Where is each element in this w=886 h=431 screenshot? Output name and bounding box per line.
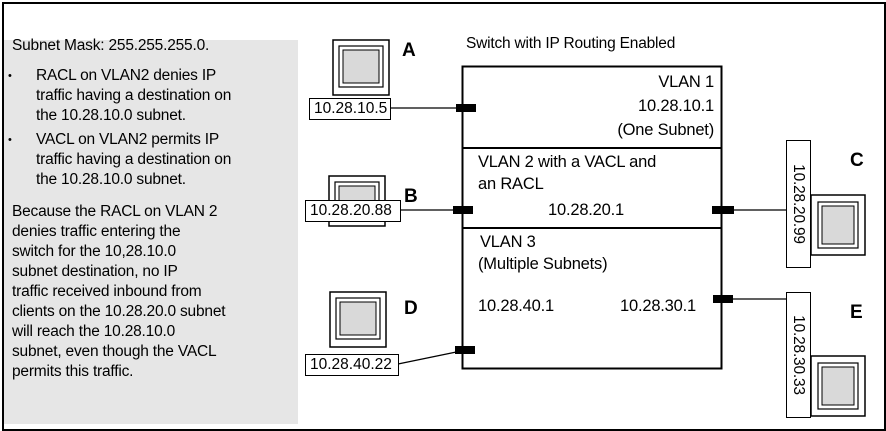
paragraph-line: clients on the 10.28.20.0 subnet (12, 303, 226, 320)
bullet-1-line-3: the 10.28.10.0 subnet. (36, 107, 186, 124)
port-c (712, 206, 734, 214)
vlan3-note: (Multiple Subnets) (478, 255, 608, 273)
computer-c-icon (810, 194, 866, 256)
bullet-1-line-2: traffic having a destination on (36, 87, 232, 104)
computer-d-icon (329, 291, 387, 348)
paragraph-line: subnet destination, no IP (12, 263, 178, 280)
switch-title: Switch with IP Routing Enabled (466, 35, 676, 52)
bullet-2-line-2: traffic having a destination on (36, 151, 232, 168)
client-b-letter: B (404, 186, 418, 207)
client-e-letter: E (850, 302, 863, 323)
client-a-ip: 10.28.10.5 (309, 98, 391, 120)
vlan3-name: VLAN 3 (480, 233, 536, 251)
port-a (456, 104, 476, 112)
client-c-letter: C (850, 150, 864, 171)
vlan2-ip: 10.28.20.1 (548, 201, 624, 219)
bullet-1-line-1: RACL on VLAN2 denies IP (36, 67, 217, 84)
paragraph-line: will reach the 10.28.10.0 (12, 323, 176, 340)
client-e-ip-box (786, 292, 811, 418)
paragraph-line: traffic received inbound from (12, 283, 202, 300)
client-c-ip-box (786, 140, 811, 268)
client-c-ip: 10.28.20.99 (790, 164, 807, 244)
vlan3-ip-40: 10.28.40.1 (478, 297, 554, 315)
vlan2-label-line-2: an RACL (478, 175, 544, 193)
bullet-marker: • (8, 134, 12, 146)
port-d (455, 346, 475, 354)
computer-e-icon (810, 355, 866, 417)
client-d-ip: 10.28.40.22 (305, 354, 399, 376)
link-d (397, 349, 467, 365)
port-e (713, 295, 733, 303)
subnet-mask-text: Subnet Mask: 255.255.255.0. (12, 37, 210, 54)
vlan2-label-line-1: VLAN 2 with a VACL and (478, 153, 657, 171)
client-e-ip: 10.28.30.33 (790, 315, 807, 395)
vlan1-note: (One Subnet) (617, 121, 714, 139)
paragraph-line: denies traffic entering the (12, 223, 181, 240)
client-d-letter: D (404, 298, 418, 319)
paragraph-line: Because the RACL on VLAN 2 (12, 203, 218, 220)
computer-a-icon (332, 39, 390, 96)
vlan3-ip-30: 10.28.30.1 (620, 297, 696, 315)
client-a-letter: A (402, 40, 416, 61)
paragraph-line: subnet, even though the VACL (12, 343, 217, 360)
switch-box (461, 65, 723, 370)
paragraph-line: switch for the 10,28.10.0 (12, 243, 176, 260)
vlan1-ip: 10.28.10.1 (638, 97, 714, 115)
bullet-2-line-3: the 10.28.10.0 subnet. (36, 171, 186, 188)
paragraph-line: permits this traffic. (12, 363, 134, 380)
vlan1-name: VLAN 1 (658, 73, 714, 91)
client-b-ip: 10.28.20.88 (305, 200, 401, 222)
explanation-panel (4, 40, 298, 424)
port-b (453, 206, 473, 214)
bullet-2-line-1: VACL on VLAN2 permits IP (36, 131, 220, 148)
bullet-marker: • (8, 70, 12, 82)
